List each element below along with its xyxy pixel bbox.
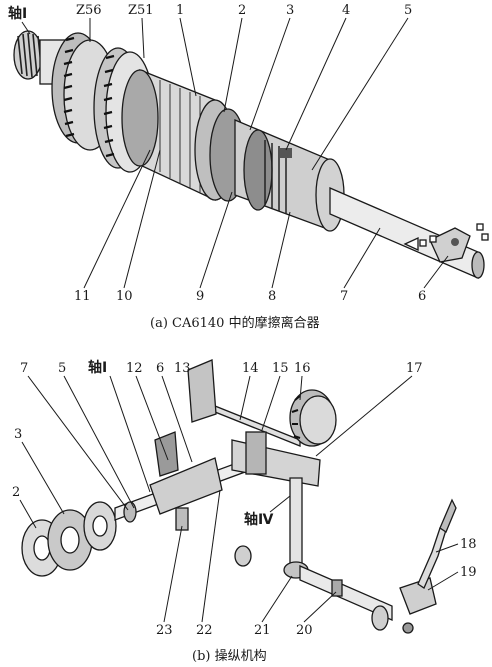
label-gear-z56: Z56 xyxy=(76,3,102,18)
label-part-7: 7 xyxy=(340,289,348,304)
label-b-part-18: 18 xyxy=(460,537,477,552)
label-part-4: 4 xyxy=(342,3,350,18)
friction-disc-pack xyxy=(121,69,247,202)
friction-discs-2-3 xyxy=(21,501,117,577)
label-part-9: 9 xyxy=(196,289,204,304)
caption-figure-a: (a) CA6140 中的摩擦离合器 xyxy=(150,315,320,331)
label-part-5: 5 xyxy=(404,3,412,18)
handle-18-19 xyxy=(399,498,457,634)
label-b-part-3: 3 xyxy=(14,427,22,442)
label-b-part-6: 6 xyxy=(156,361,164,376)
rod-14 xyxy=(187,359,301,447)
label-part-1: 1 xyxy=(176,3,184,18)
label-b-part-23: 23 xyxy=(156,623,173,638)
caption-figure-b: (b) 操纵机构 xyxy=(192,648,267,664)
label-b-axis-1: 轴Ⅰ xyxy=(88,359,107,376)
label-b-part-5: 5 xyxy=(58,361,66,376)
label-b-part-2: 2 xyxy=(12,485,20,500)
label-b-part-17: 17 xyxy=(406,361,423,376)
gear-16 xyxy=(289,389,337,447)
label-b-part-15: 15 xyxy=(272,361,289,376)
label-b-part-14: 14 xyxy=(242,361,259,376)
label-gear-z51: Z51 xyxy=(128,3,154,18)
label-b-part-21: 21 xyxy=(254,623,271,638)
label-b-part-22: 22 xyxy=(196,623,213,638)
label-part-3: 3 xyxy=(286,3,294,18)
axis-4-shaft xyxy=(234,477,309,579)
lever-6 xyxy=(403,223,489,263)
figure-a-friction-clutch: 轴Ⅰ Z56 Z51 1 2 3 4 5 11 10 9 8 7 6 (a) C… xyxy=(8,3,489,331)
label-b-part-16: 16 xyxy=(294,361,311,376)
sector-gear-17 xyxy=(231,431,321,487)
label-b-part-19: 19 xyxy=(460,565,477,580)
label-part-11: 11 xyxy=(74,289,91,304)
label-b-part-20: 20 xyxy=(296,623,313,638)
label-b-part-13: 13 xyxy=(174,361,191,376)
label-part-10: 10 xyxy=(116,289,133,304)
label-b-axis-4: 轴Ⅳ xyxy=(244,511,274,528)
figure-b-operating-mechanism: 7 5 轴Ⅰ 12 6 13 14 15 16 17 3 2 轴Ⅳ 18 19 … xyxy=(12,359,477,664)
label-part-8: 8 xyxy=(268,289,276,304)
label-axis-1: 轴Ⅰ xyxy=(8,5,27,22)
label-part-6: 6 xyxy=(418,289,426,304)
control-shaft-20 xyxy=(299,565,393,631)
label-b-part-7: 7 xyxy=(20,361,28,376)
label-b-part-12: 12 xyxy=(126,361,143,376)
label-part-2: 2 xyxy=(238,3,246,18)
